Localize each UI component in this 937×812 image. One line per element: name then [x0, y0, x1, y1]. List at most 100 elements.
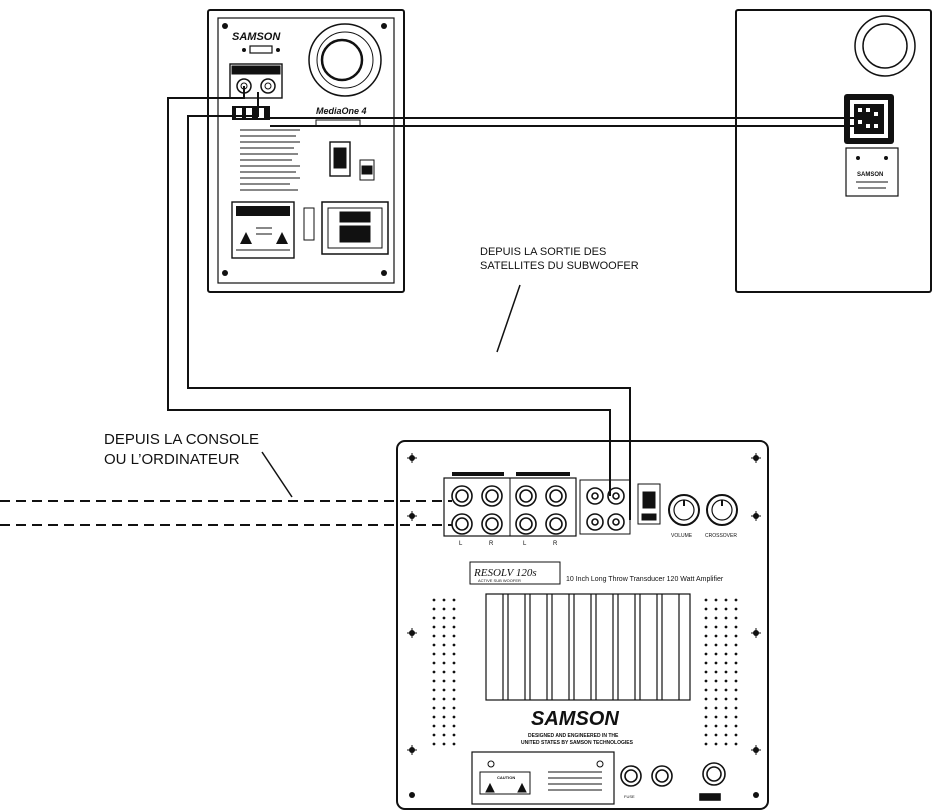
- vent-dot: [442, 598, 446, 602]
- vent-dot: [714, 634, 718, 638]
- annotation-line: DEPUIS LA SORTIE DES: [480, 246, 607, 258]
- vent-dot: [452, 697, 456, 701]
- vent-dot: [714, 625, 718, 629]
- vent-dot: [432, 607, 436, 611]
- vent-dot: [704, 697, 708, 701]
- console-input-cables: [0, 500, 452, 526]
- vent-dot: [704, 652, 708, 656]
- vent-dot: [724, 616, 728, 620]
- channel-letter: L: [523, 541, 527, 547]
- vent-dot: [734, 670, 738, 674]
- vent-dot: [734, 661, 738, 665]
- vent-dot: [452, 724, 456, 728]
- vent-dot: [442, 625, 446, 629]
- subwoofer-phase-switch: [637, 483, 661, 525]
- vent-dot: [452, 679, 456, 683]
- vent-dot: [714, 616, 718, 620]
- vent-dot: [442, 616, 446, 620]
- vent-dot: [452, 652, 456, 656]
- vent-dot: [432, 724, 436, 728]
- satellite-cable-left: [167, 86, 631, 520]
- vent-dot: [724, 715, 728, 719]
- crossover-label: CROSSOVER: [705, 533, 737, 539]
- vent-dot: [432, 688, 436, 692]
- series-name: RESOLV 120s: [473, 567, 537, 579]
- vent-dot: [432, 652, 436, 656]
- annotation-leader-lines: [261, 284, 521, 498]
- vent-dot: [714, 688, 718, 692]
- vent-dot: [714, 679, 718, 683]
- vent-dot: [432, 715, 436, 719]
- subwoofer-rear-panel: [396, 440, 769, 810]
- vent-dot: [432, 661, 436, 665]
- vent-dot: [442, 634, 446, 638]
- passive-speaker-input-terminal: [844, 94, 894, 144]
- vent-dot: [714, 733, 718, 737]
- monitor-logo-mark: [242, 45, 280, 54]
- vent-dot: [432, 697, 436, 701]
- vent-dot: [442, 652, 446, 656]
- vent-dot: [704, 616, 708, 620]
- passive-speaker-rear-panel: [735, 9, 932, 293]
- vent-dot: [724, 724, 728, 728]
- vent-dot: [734, 688, 738, 692]
- vent-dot: [442, 643, 446, 647]
- vent-dot: [714, 715, 718, 719]
- vent-dot: [432, 706, 436, 710]
- vent-dot: [442, 724, 446, 728]
- subwoofer-screws: [407, 453, 761, 798]
- vent-dot: [714, 643, 718, 647]
- vent-dot: [724, 679, 728, 683]
- subwoofer-fuse-and-power: [620, 762, 726, 801]
- annotation-line: OU L’ORDINATEUR: [104, 451, 240, 468]
- vent-dot: [724, 670, 728, 674]
- vent-dot: [714, 661, 718, 665]
- vent-dot: [704, 679, 708, 683]
- vent-dot: [734, 706, 738, 710]
- vent-dot: [734, 616, 738, 620]
- subwoofer-designed-line2: UNITED STATES BY SAMSON TECHNOLOGIES: [521, 740, 634, 746]
- vent-dot: [452, 607, 456, 611]
- vent-dot: [442, 706, 446, 710]
- vent-dot: [442, 697, 446, 701]
- vent-dot: [734, 598, 738, 602]
- vent-dot: [704, 715, 708, 719]
- vent-dot: [452, 715, 456, 719]
- vent-dot: [442, 661, 446, 665]
- monitor-input-block: [229, 63, 283, 99]
- vent-dot: [452, 742, 456, 746]
- vent-dot: [734, 697, 738, 701]
- vent-dot: [734, 652, 738, 656]
- vent-dot: [714, 724, 718, 728]
- vent-dot: [452, 634, 456, 638]
- powered-monitor-rear-panel: [207, 9, 405, 293]
- vent-dot: [724, 661, 728, 665]
- vent-dot: [724, 733, 728, 737]
- vent-dot: [704, 661, 708, 665]
- vent-dot: [432, 625, 436, 629]
- vent-dot: [442, 715, 446, 719]
- subwoofer-brand: SAMSON: [531, 708, 619, 730]
- vent-dot: [704, 625, 708, 629]
- vent-dot: [442, 733, 446, 737]
- vent-dot: [734, 715, 738, 719]
- monitor-power-switch: [329, 141, 375, 181]
- vent-dot: [714, 607, 718, 611]
- vent-dot: [704, 733, 708, 737]
- vent-dot: [452, 733, 456, 737]
- vent-dot: [442, 742, 446, 746]
- subwoofer-channel-letters: L R L R: [459, 541, 558, 547]
- vent-dot: [452, 598, 456, 602]
- vent-dot: [442, 607, 446, 611]
- subwoofer-description: 10 Inch Long Throw Transducer 120 Watt A…: [566, 576, 724, 583]
- vent-dot: [704, 688, 708, 692]
- console-source-annotation: DEPUIS LA CONSOLE OU L’ORDINATEUR: [104, 430, 259, 470]
- channel-letter: R: [489, 541, 494, 547]
- vent-dot: [734, 634, 738, 638]
- annotation-line: DEPUIS LA CONSOLE: [104, 431, 260, 448]
- vent-dot: [432, 598, 436, 602]
- subwoofer-volume-knob: [668, 494, 700, 526]
- vent-dot: [432, 616, 436, 620]
- vent-dot: [734, 625, 738, 629]
- vent-dot: [714, 652, 718, 656]
